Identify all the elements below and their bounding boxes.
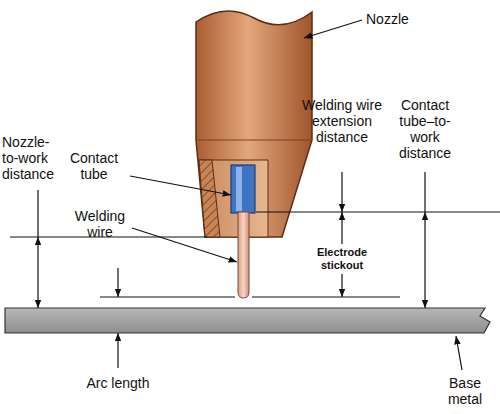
dimension-label: Contact tube–to-work distance [389,97,461,161]
part-label: Nozzle [366,11,436,27]
base-metal-plate [5,308,490,333]
dimension-label: Nozzle-to-work distance [2,134,62,182]
nozzle-body [196,11,312,237]
dimension-label: Arc length [86,375,150,391]
part-label: Contact tube [61,150,127,182]
dimension-label: Welding wire extension distance [302,97,382,145]
contact-tube-highlight [236,167,242,211]
welding-wire [238,212,249,298]
dimension-lines [38,172,425,368]
part-label: Welding wire [70,208,130,240]
reference-lines [10,212,500,297]
nozzle-wall-section [199,160,220,237]
contact-tube [231,165,255,213]
nozzle-edge [196,140,312,141]
part-label: Base metal [433,375,497,407]
dimension-label: Electrode stickout [305,244,379,274]
nozzle-cutaway [199,160,268,237]
leader-lines [130,20,462,370]
